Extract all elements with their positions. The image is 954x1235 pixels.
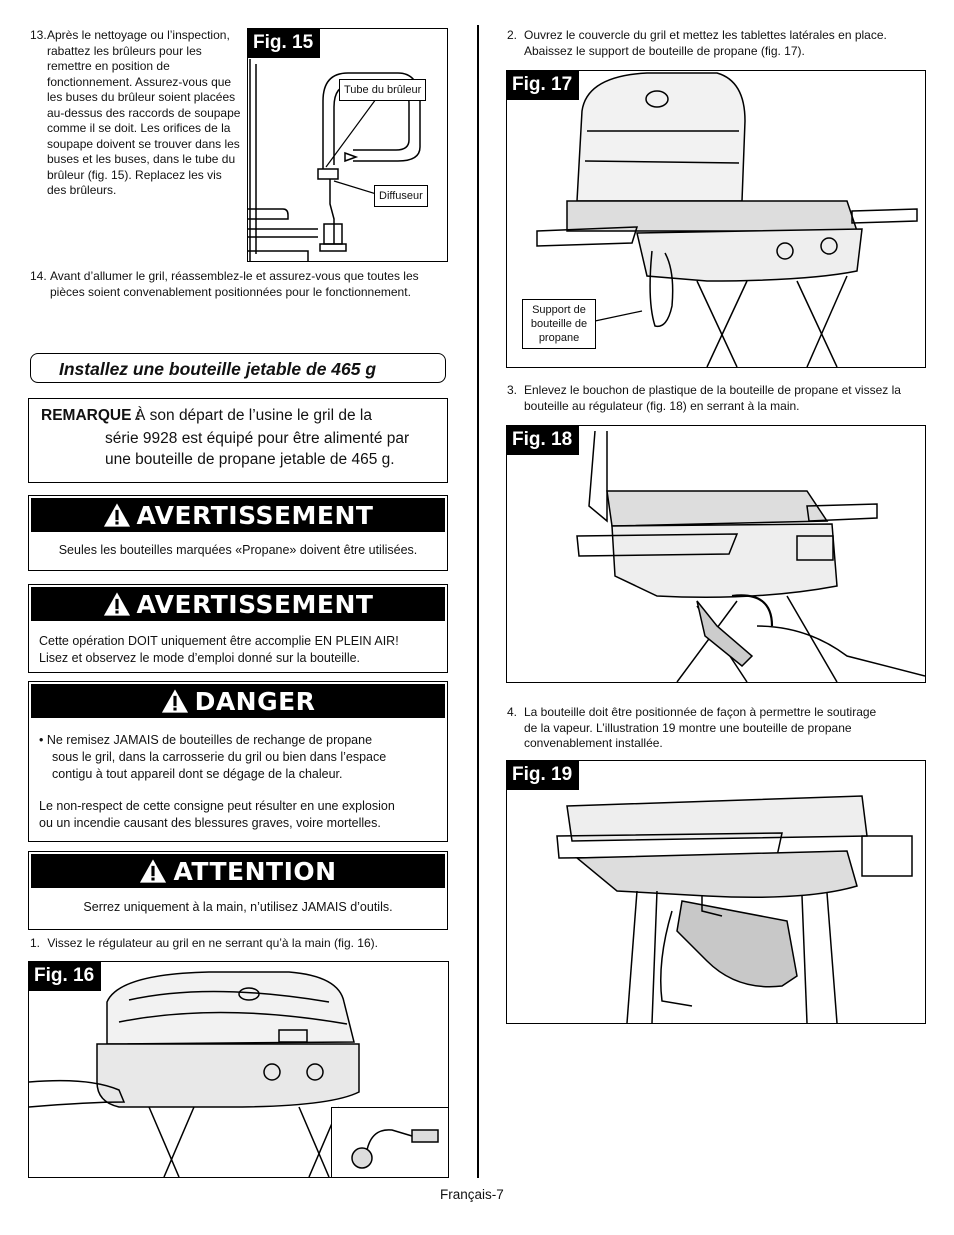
step-4: 4. La bouteille doit être positionnée de…	[507, 705, 927, 752]
callout-propane-support: Support de bouteille de propane	[522, 299, 596, 349]
warning-triangle-icon	[161, 688, 189, 714]
regulator-icon	[351, 1129, 439, 1169]
step-line-1: Ouvrez le couvercle du gril et mettez le…	[524, 28, 887, 42]
step-number: 4.	[507, 705, 518, 719]
attention-box: ATTENTION Serrez uniquement à la main, n…	[28, 851, 448, 930]
danger-box: DANGER • Ne remisez JAMAIS de bouteilles…	[28, 681, 448, 842]
grill-open-illustration	[536, 72, 918, 367]
step-number: 2.	[507, 28, 518, 42]
figure-label: Fig. 19	[507, 761, 580, 790]
attention-title: ATTENTION	[173, 856, 337, 886]
step-13: 13. Après le nettoyage ou l’inspection, …	[30, 28, 242, 199]
warning-box-2: AVERTISSEMENT Cette opération DOIT uniqu…	[28, 584, 448, 673]
callout-line-2: bouteille de	[530, 318, 588, 330]
step-line-1: Enlevez le bouchon de plastique de la bo…	[524, 383, 901, 397]
warning-box-1: AVERTISSEMENT Seules les bouteilles marq…	[28, 495, 448, 571]
step-3: 3. Enlevez le bouchon de plastique de la…	[507, 383, 927, 414]
step-line-3: convenablement installée.	[524, 736, 663, 750]
danger-para-line-2: ou un incendie causant des blessures gra…	[39, 816, 381, 830]
step-text: Avant d’allumer le gril, réassemblez-le …	[50, 269, 419, 299]
step-14: 14. Avant d’allumer le gril, réassemblez…	[30, 269, 450, 300]
note-line-2: série 9928 est équipé pour être alimenté…	[105, 430, 410, 447]
figure-label: Fig. 15	[248, 29, 321, 58]
grill-cylinder-illustration	[576, 430, 925, 682]
danger-header: DANGER	[31, 684, 445, 718]
step-number: 14.	[30, 269, 47, 283]
note-line-3: une bouteille de propane jetable de 465 …	[105, 451, 395, 468]
figure-label: Fig. 18	[507, 426, 580, 455]
step-2: 2. Ouvrez le couvercle du gril et mettez…	[507, 28, 927, 59]
note-label: REMARQUE :	[41, 407, 141, 424]
figure-17: Fig. 17 Support de bouteille de propane	[506, 70, 926, 368]
danger-title: DANGER	[194, 686, 316, 716]
figure-15: Fig. 15 Tube du brûleur Diffuseur	[247, 28, 448, 262]
step-text: Vissez le régulateur au gril en ne serra…	[47, 936, 378, 950]
section-title: Installez une bouteille jetable de 465 g	[30, 353, 446, 383]
step-number: 1.	[30, 936, 41, 950]
burner-tube-illustration	[248, 59, 421, 261]
danger-bullet-line-3: contigu à tout appareil dont se dégage d…	[52, 767, 343, 781]
step-text: Après le nettoyage ou l’inspection, raba…	[47, 28, 241, 197]
warning-triangle-icon	[103, 502, 131, 528]
step-line-1: La bouteille doit être positionnée de fa…	[524, 705, 877, 719]
warning-triangle-icon	[139, 858, 167, 884]
danger-text: • Ne remisez JAMAIS de bouteilles de rec…	[29, 720, 447, 840]
grill-regulator-illustration	[29, 971, 360, 1177]
figure-19: Fig. 19	[506, 760, 926, 1024]
figure-16: Fig. 16	[28, 961, 449, 1178]
step-number: 3.	[507, 383, 518, 397]
callout-pointer	[594, 310, 643, 322]
callout-line-3: propane	[538, 332, 580, 344]
step-line-2: bouteille au régulateur (fig. 18) en ser…	[524, 398, 800, 413]
callout-burner-tube: Tube du brûleur	[339, 79, 427, 101]
step-line-2: Abaissez le support de bouteille de prop…	[524, 43, 805, 58]
warning-header: AVERTISSEMENT	[31, 587, 445, 621]
installed-cylinder-illustration	[556, 795, 913, 1023]
callout-diffuser: Diffuseur	[374, 185, 428, 207]
warning-line-1: Cette opération DOIT uniquement être acc…	[39, 634, 399, 648]
danger-bullet-line-2: sous le gril, dans la carrosserie du gri…	[52, 750, 387, 764]
attention-text: Serrez uniquement à la main, n’utilisez …	[83, 900, 393, 914]
callout-line-1: Support de	[532, 304, 586, 316]
danger-bullet: • Ne remisez JAMAIS de bouteilles de rec…	[39, 733, 373, 747]
note-line-1: À son départ de l’usine le gril de la	[135, 407, 372, 424]
figure-label: Fig. 16	[29, 962, 102, 991]
warning-line-2: Lisez et observez le mode d’emploi donné…	[39, 651, 361, 665]
warning-text: Seules les bouteilles marquées «Propane»…	[58, 543, 418, 557]
attention-header: ATTENTION	[31, 854, 445, 888]
note-box: REMARQUE : À son départ de l’usine le gr…	[28, 398, 448, 483]
warning-text: Cette opération DOIT uniquement être acc…	[29, 623, 447, 675]
warning-header: AVERTISSEMENT	[31, 498, 445, 532]
step-1: 1. Vissez le régulateur au gril en ne se…	[30, 936, 450, 952]
danger-para-line-1: Le non-respect de cette consigne peut ré…	[39, 799, 395, 813]
warning-title: AVERTISSEMENT	[136, 589, 374, 619]
warning-title: AVERTISSEMENT	[136, 500, 374, 530]
step-number: 13.	[30, 28, 47, 42]
page-footer: Français-7	[440, 1187, 504, 1202]
figure-label: Fig. 17	[507, 71, 580, 100]
step-line-2: de la vapeur. L’illustration 19 montre u…	[524, 720, 852, 735]
figure-18: Fig. 18	[506, 425, 926, 683]
regulator-inset	[331, 1107, 448, 1177]
warning-triangle-icon	[103, 591, 131, 617]
column-divider	[477, 25, 479, 1178]
